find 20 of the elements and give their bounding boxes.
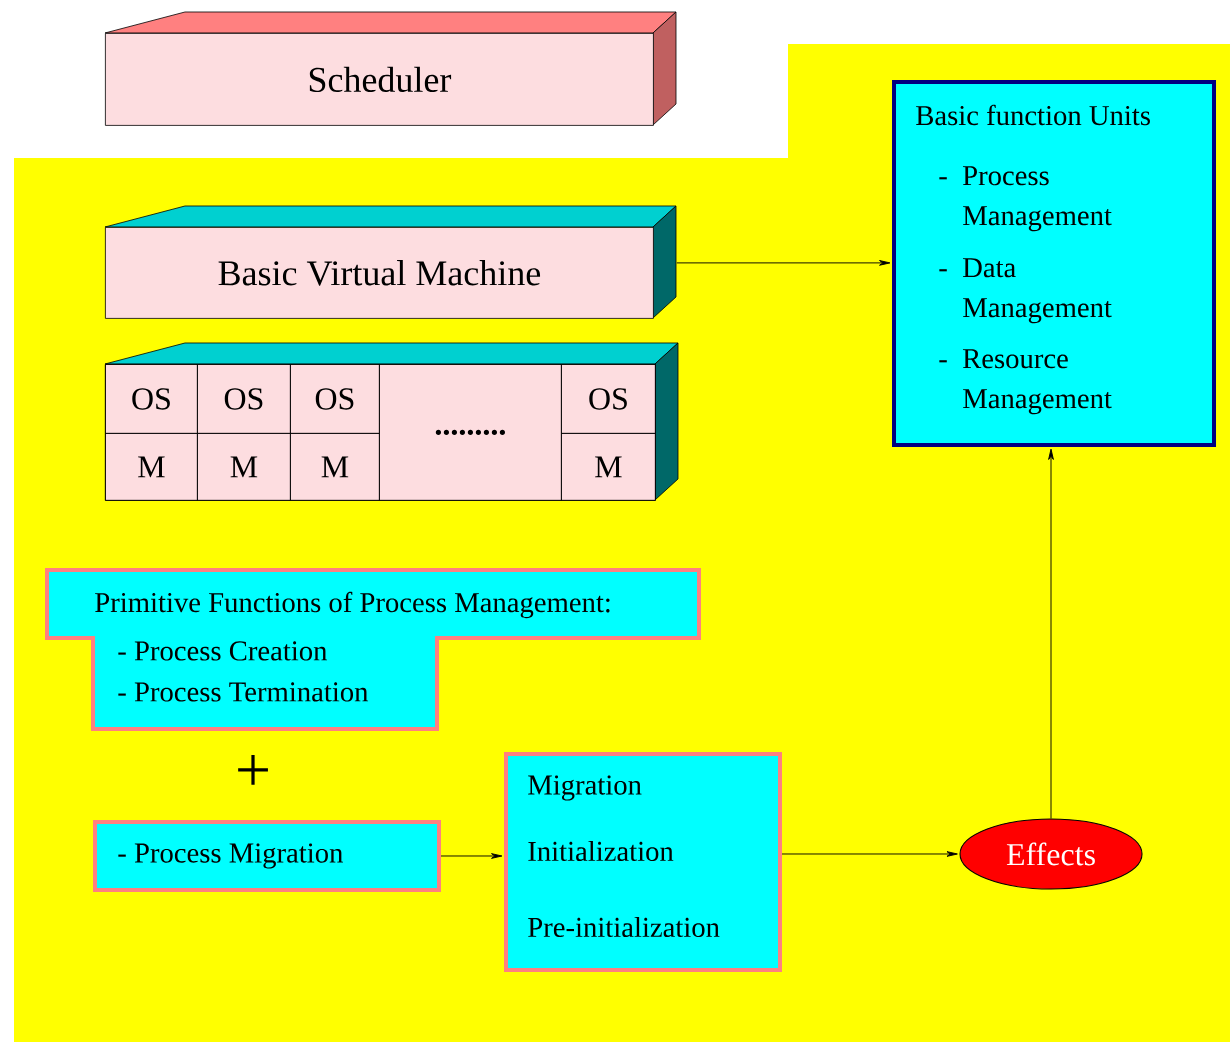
table-cell: OS [197, 364, 291, 434]
table-cell: OS [290, 364, 380, 434]
plus-sign: + [238, 754, 268, 785]
text-box: Migration Initialization Pre-initialization [504, 752, 782, 972]
table-cell: M [105, 433, 198, 501]
arrow [781, 851, 958, 857]
cuboid-box: Scheduler [104, 11, 677, 126]
text-box: Basic function Units - Process Management - Data Management - Resource Management [892, 80, 1216, 447]
arrow [440, 853, 503, 859]
text-box: - Process Migration [93, 820, 441, 892]
table-cell: OS [561, 364, 656, 434]
table-cell: ......... [379, 364, 562, 501]
table-cell: M [561, 433, 656, 501]
text-box: Primitive Functions of Process Management: - Process Creation - Process Termination [45, 568, 701, 731]
table-cell: OS [105, 364, 198, 434]
arrow [676, 260, 891, 266]
cuboid-box: Basic Virtual Machine [104, 205, 677, 319]
table-cell: M [290, 433, 380, 501]
table-cell: M [197, 433, 291, 501]
arrow [1048, 448, 1054, 819]
